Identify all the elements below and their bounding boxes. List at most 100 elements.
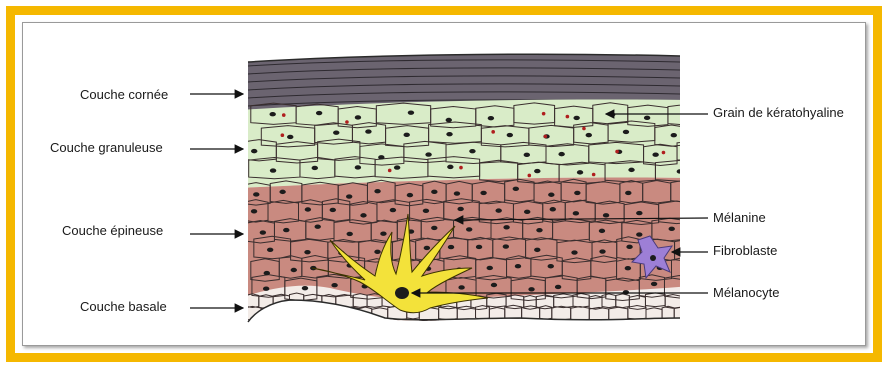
nucleus [689, 111, 695, 115]
nucleus [378, 155, 384, 159]
label-couche-granuleuse: Couche granuleuse [50, 140, 163, 155]
nucleus [555, 285, 561, 289]
nucleus [573, 211, 579, 215]
nucleus [623, 130, 629, 134]
nucleus [423, 209, 429, 213]
nucleus [548, 193, 554, 197]
nucleus [355, 165, 361, 169]
nucleus [586, 133, 592, 137]
nucleus [573, 116, 579, 120]
cell [328, 305, 345, 319]
nucleus [625, 266, 631, 270]
cell [681, 293, 695, 307]
grain-dot [528, 174, 532, 178]
nucleus [454, 191, 460, 195]
nucleus [503, 244, 509, 248]
nucleus [626, 245, 632, 249]
nucleus [407, 193, 413, 197]
nucleus [687, 251, 693, 255]
nucleus [651, 282, 657, 286]
nucleus [577, 170, 583, 174]
nucleus [571, 250, 577, 254]
grain-dot [582, 127, 586, 131]
cell [688, 124, 737, 145]
grain-dot [566, 115, 570, 119]
nucleus [315, 224, 321, 228]
nucleus [260, 230, 266, 234]
label-grain-keratohyaline: Grain de kératohyaline [713, 105, 844, 120]
nucleus [431, 226, 437, 230]
grain-dot [491, 130, 495, 134]
cell [275, 305, 295, 319]
nucleus [333, 130, 339, 134]
nucleus [599, 249, 605, 253]
nucleus [251, 149, 257, 153]
cell [294, 307, 311, 321]
grain-dot [544, 135, 548, 139]
label-melanocyte: Mélanocyte [713, 285, 779, 300]
nucleus [448, 245, 454, 249]
nucleus [446, 118, 452, 122]
nucleus [264, 271, 270, 275]
nucleus [267, 248, 273, 252]
grain-dot [694, 117, 698, 121]
nucleus [669, 227, 675, 231]
nucleus [253, 192, 259, 196]
nucleus [291, 268, 297, 272]
nucleus [251, 209, 257, 213]
nucleus [628, 168, 634, 172]
label-fibroblaste: Fibroblaste [713, 243, 777, 258]
nucleus [558, 152, 564, 156]
nucleus [487, 266, 493, 270]
nucleus [536, 228, 542, 232]
nucleus [360, 213, 366, 217]
nucleus [346, 194, 352, 198]
nucleus [424, 246, 430, 250]
nucleus [380, 232, 386, 236]
label-couche-basale: Couche basale [80, 299, 167, 314]
nucleus [574, 191, 580, 195]
nucleus [279, 190, 285, 194]
nucleus [270, 168, 276, 172]
nucleus [524, 153, 530, 157]
nucleus [431, 190, 437, 194]
grain-dot [615, 150, 619, 154]
nucleus [683, 268, 689, 272]
nucleus [699, 227, 705, 231]
nucleus [503, 225, 509, 229]
nucleus [685, 187, 691, 191]
nucleus [636, 232, 642, 236]
nucleus [491, 283, 497, 287]
nucleus [446, 132, 452, 136]
nucleus [677, 169, 683, 173]
grain-dot [662, 151, 666, 155]
nucleus [488, 116, 494, 120]
grain-dot [345, 120, 349, 124]
nucleus [623, 290, 629, 294]
nucleus [534, 248, 540, 252]
nucleus [316, 111, 322, 115]
nucleus [513, 187, 519, 191]
nucleus [347, 232, 353, 236]
nucleus [644, 116, 650, 120]
nucleus [263, 287, 269, 291]
nucleus [466, 227, 472, 231]
nucleus [374, 189, 380, 193]
nucleus [305, 207, 311, 211]
grain-dot [281, 133, 285, 137]
nucleus [304, 250, 310, 254]
nucleus [469, 149, 475, 153]
nucleus [707, 131, 713, 135]
nucleus [599, 229, 605, 233]
nucleus [625, 191, 631, 195]
nucleus [636, 211, 642, 215]
nucleus [355, 115, 361, 119]
label-melanine: Mélanine [713, 210, 766, 225]
nucleus [287, 135, 293, 139]
nucleus [652, 152, 658, 156]
nucleus [330, 208, 336, 212]
nucleus [458, 285, 464, 289]
nucleus [524, 210, 530, 214]
nucleus [457, 207, 463, 211]
